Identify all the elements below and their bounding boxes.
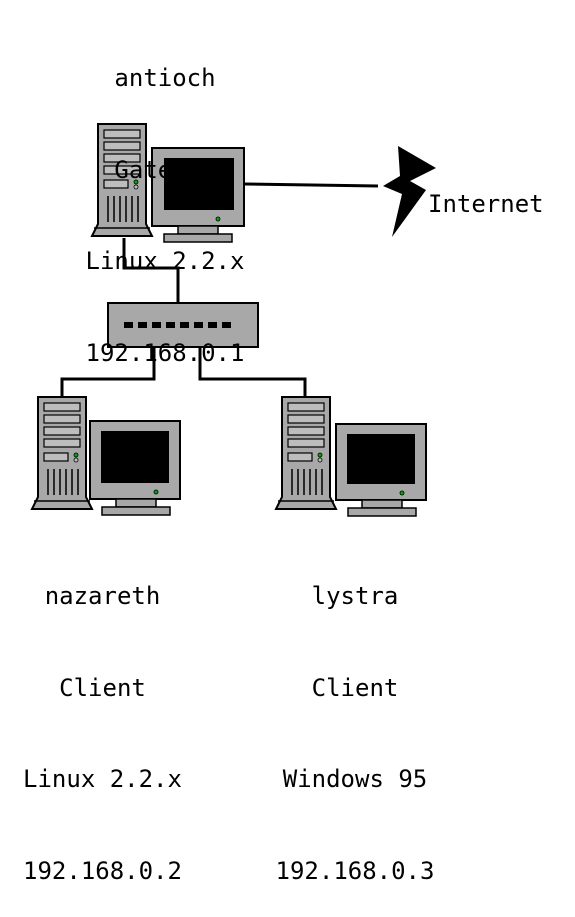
monitor [335, 423, 427, 517]
gateway-to-hub-line [122, 238, 180, 303]
hub-to-nazareth-line [60, 347, 156, 398]
gateway-os: Linux 2.2.x [85, 247, 245, 275]
network-hub [107, 302, 259, 348]
nazareth-computer [30, 396, 181, 516]
client-role: Client [311, 673, 399, 702]
monitor [151, 147, 245, 243]
client-hostname: lystra [311, 582, 399, 610]
gateway-label: antioch Gateway Linux 2.2.x 192.168.0.1 [60, 2, 270, 399]
hub-to-lystra-line [198, 347, 307, 398]
client-hostname: nazareth [44, 582, 161, 610]
gateway-role: Gateway [114, 155, 216, 184]
client-os: Windows 95 [282, 765, 428, 793]
monitor [89, 420, 181, 516]
client-os: Linux 2.2.x [23, 765, 182, 793]
client-role: Client [59, 673, 146, 702]
lightning-bolt-icon [383, 146, 436, 237]
network-diagram [30, 123, 436, 517]
client-ip: 192.168.0.3 [275, 856, 435, 885]
tower-case [274, 396, 338, 510]
gateway-hostname: antioch [114, 64, 216, 92]
lystra-label: lystra Client Windows 95 192.168.0.3 [250, 520, 460, 917]
tower-case [90, 123, 154, 237]
lystra-computer [274, 396, 427, 517]
hub-ports [124, 322, 231, 328]
internet-label: Internet [428, 190, 544, 218]
client-ip: 192.168.0.2 [23, 856, 182, 885]
connection-lines [60, 182, 379, 398]
gateway-ip: 192.168.0.1 [85, 338, 245, 367]
tower-case [30, 396, 94, 510]
gateway-computer [90, 123, 245, 243]
nazareth-label: nazareth Client Linux 2.2.x 192.168.0.2 [0, 520, 205, 917]
gateway-to-internet-line [244, 182, 379, 188]
